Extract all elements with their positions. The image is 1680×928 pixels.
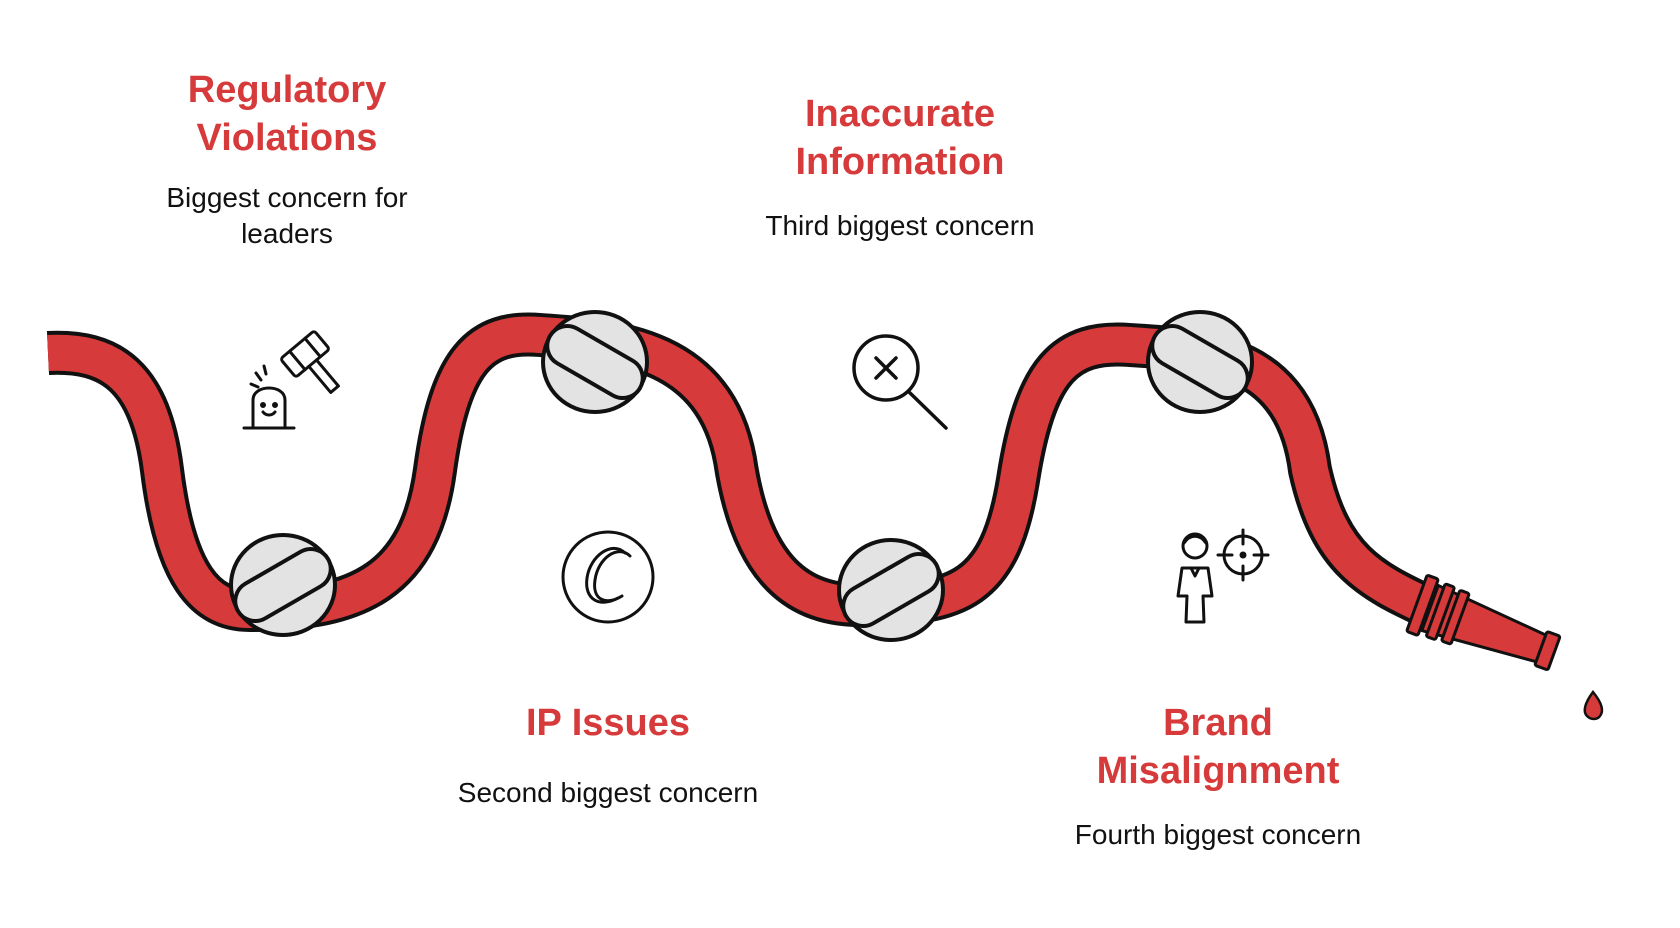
person-target-icon xyxy=(1176,528,1270,624)
nozzle xyxy=(1405,574,1562,671)
copyright-icon xyxy=(561,530,655,624)
concern-inaccurate-information: Inaccurate Information Third biggest con… xyxy=(720,90,1080,244)
knot xyxy=(1146,310,1254,414)
concern-description: Fourth biggest concern xyxy=(1074,819,1362,850)
knot xyxy=(541,310,649,414)
concern-description: Third biggest concern xyxy=(765,210,1035,241)
concern-regulatory-violations: Regulatory Violations Biggest concern fo… xyxy=(107,66,467,252)
concern-title: Brand Misalignment xyxy=(1096,702,1340,792)
knot xyxy=(229,533,337,637)
concern-description: Second biggest concern xyxy=(457,777,759,808)
gavel-icon xyxy=(242,330,340,430)
concern-ip-issues: IP Issues Second biggest concern xyxy=(428,699,788,811)
knot xyxy=(837,538,945,642)
water-drop xyxy=(1583,689,1604,721)
concern-brand-misalignment: Brand Misalignment Fourth biggest concer… xyxy=(1038,699,1398,853)
magnifier-x-icon xyxy=(852,334,948,430)
concern-title: Regulatory Violations xyxy=(187,69,387,159)
concern-title: Inaccurate Information xyxy=(795,93,1005,183)
concern-title: IP Issues xyxy=(525,702,691,744)
concern-description: Biggest concern for leaders xyxy=(166,182,408,249)
